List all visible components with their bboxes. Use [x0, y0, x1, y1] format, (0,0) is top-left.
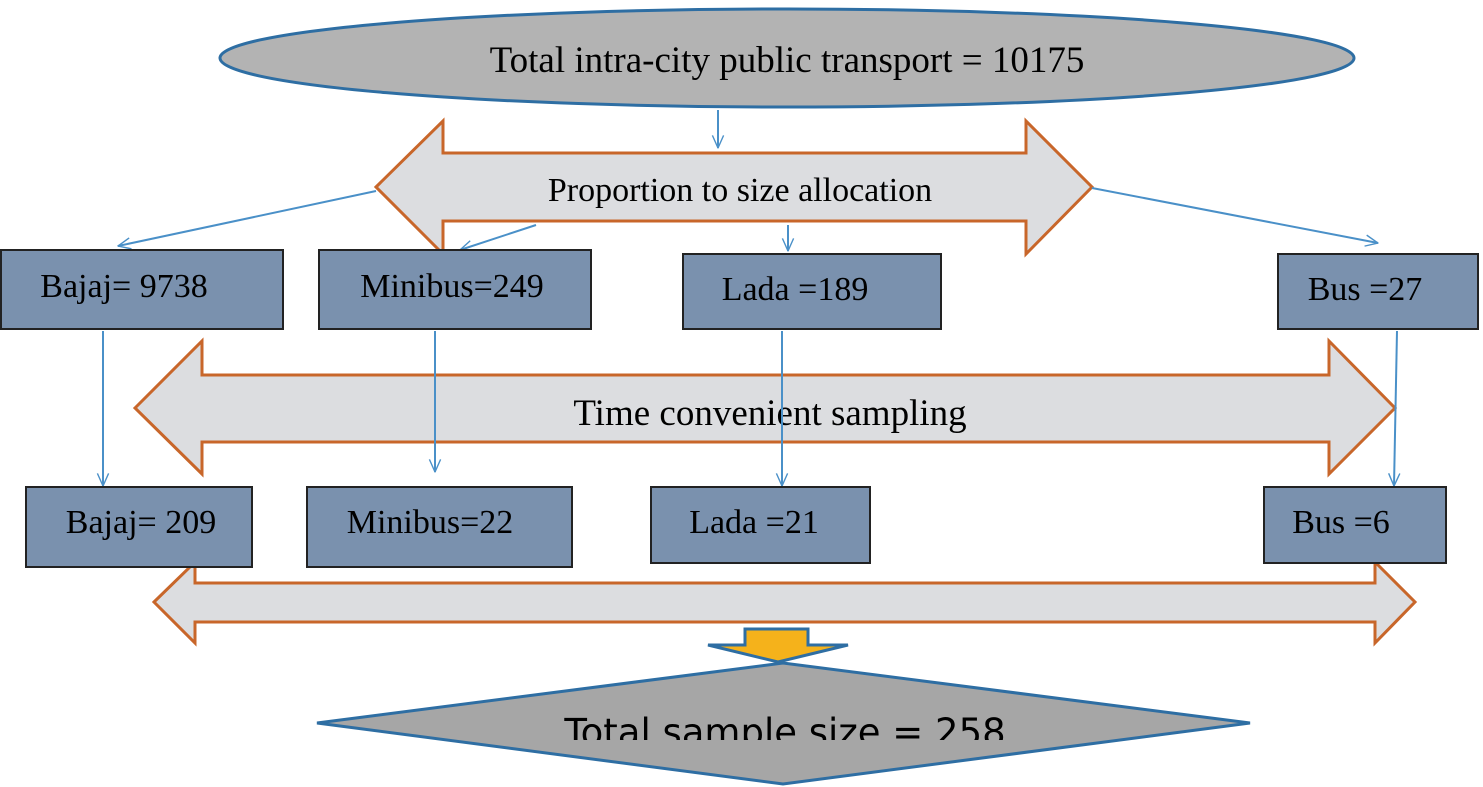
top-node-shape	[218, 7, 1356, 109]
population-box-bus: Bus =27	[1277, 253, 1479, 330]
arrow-allocation-to-bus	[1091, 187, 1378, 243]
bottom-node-shape	[316, 661, 1251, 786]
population-lada-label: Lada =189	[722, 271, 869, 308]
sample-box-bajaj: Bajaj= 209	[25, 486, 253, 568]
population-box-minibus: Minibus=249	[318, 249, 592, 330]
arrow-allocation-to-bajaj	[118, 190, 377, 246]
population-bajaj-label: Bajaj= 9738	[40, 268, 207, 305]
sampling-banner: Time convenient sampling	[132, 337, 1398, 478]
allocation-banner-shape	[373, 117, 1095, 258]
top-node: Total intra-city public transport = 1017…	[218, 7, 1356, 109]
population-minibus-label: Minibus=249	[360, 268, 544, 305]
sample-bus-label: Bus =6	[1292, 504, 1390, 541]
down-block-arrow-icon	[707, 627, 849, 664]
population-box-lada: Lada =189	[682, 253, 942, 330]
sample-box-minibus: Minibus=22	[306, 486, 573, 568]
arrow-allocation-to-minibus	[460, 224, 537, 250]
population-box-bajaj: Bajaj= 9738	[0, 249, 284, 330]
sample-lada-label: Lada =21	[689, 504, 819, 541]
summation-banner	[151, 558, 1418, 647]
bottom-node-label: Total sample size = 258	[563, 711, 1005, 754]
sampling-banner-label: Time convenient sampling	[573, 393, 966, 434]
sample-minibus-label: Minibus=22	[347, 504, 514, 541]
bottom-node: Total sample size = 258	[316, 661, 1251, 786]
allocation-banner-label: Proportion to size allocation	[548, 172, 932, 209]
arrow-bus-sampling	[1394, 330, 1397, 486]
sample-box-lada: Lada =21	[650, 486, 871, 564]
sample-bajaj-label: Bajaj= 209	[66, 504, 216, 541]
population-bus-label: Bus =27	[1308, 271, 1423, 308]
top-node-label: Total intra-city public transport = 1017…	[490, 40, 1085, 81]
sample-box-bus: Bus =6	[1263, 486, 1447, 564]
allocation-banner: Proportion to size allocation	[373, 117, 1095, 258]
